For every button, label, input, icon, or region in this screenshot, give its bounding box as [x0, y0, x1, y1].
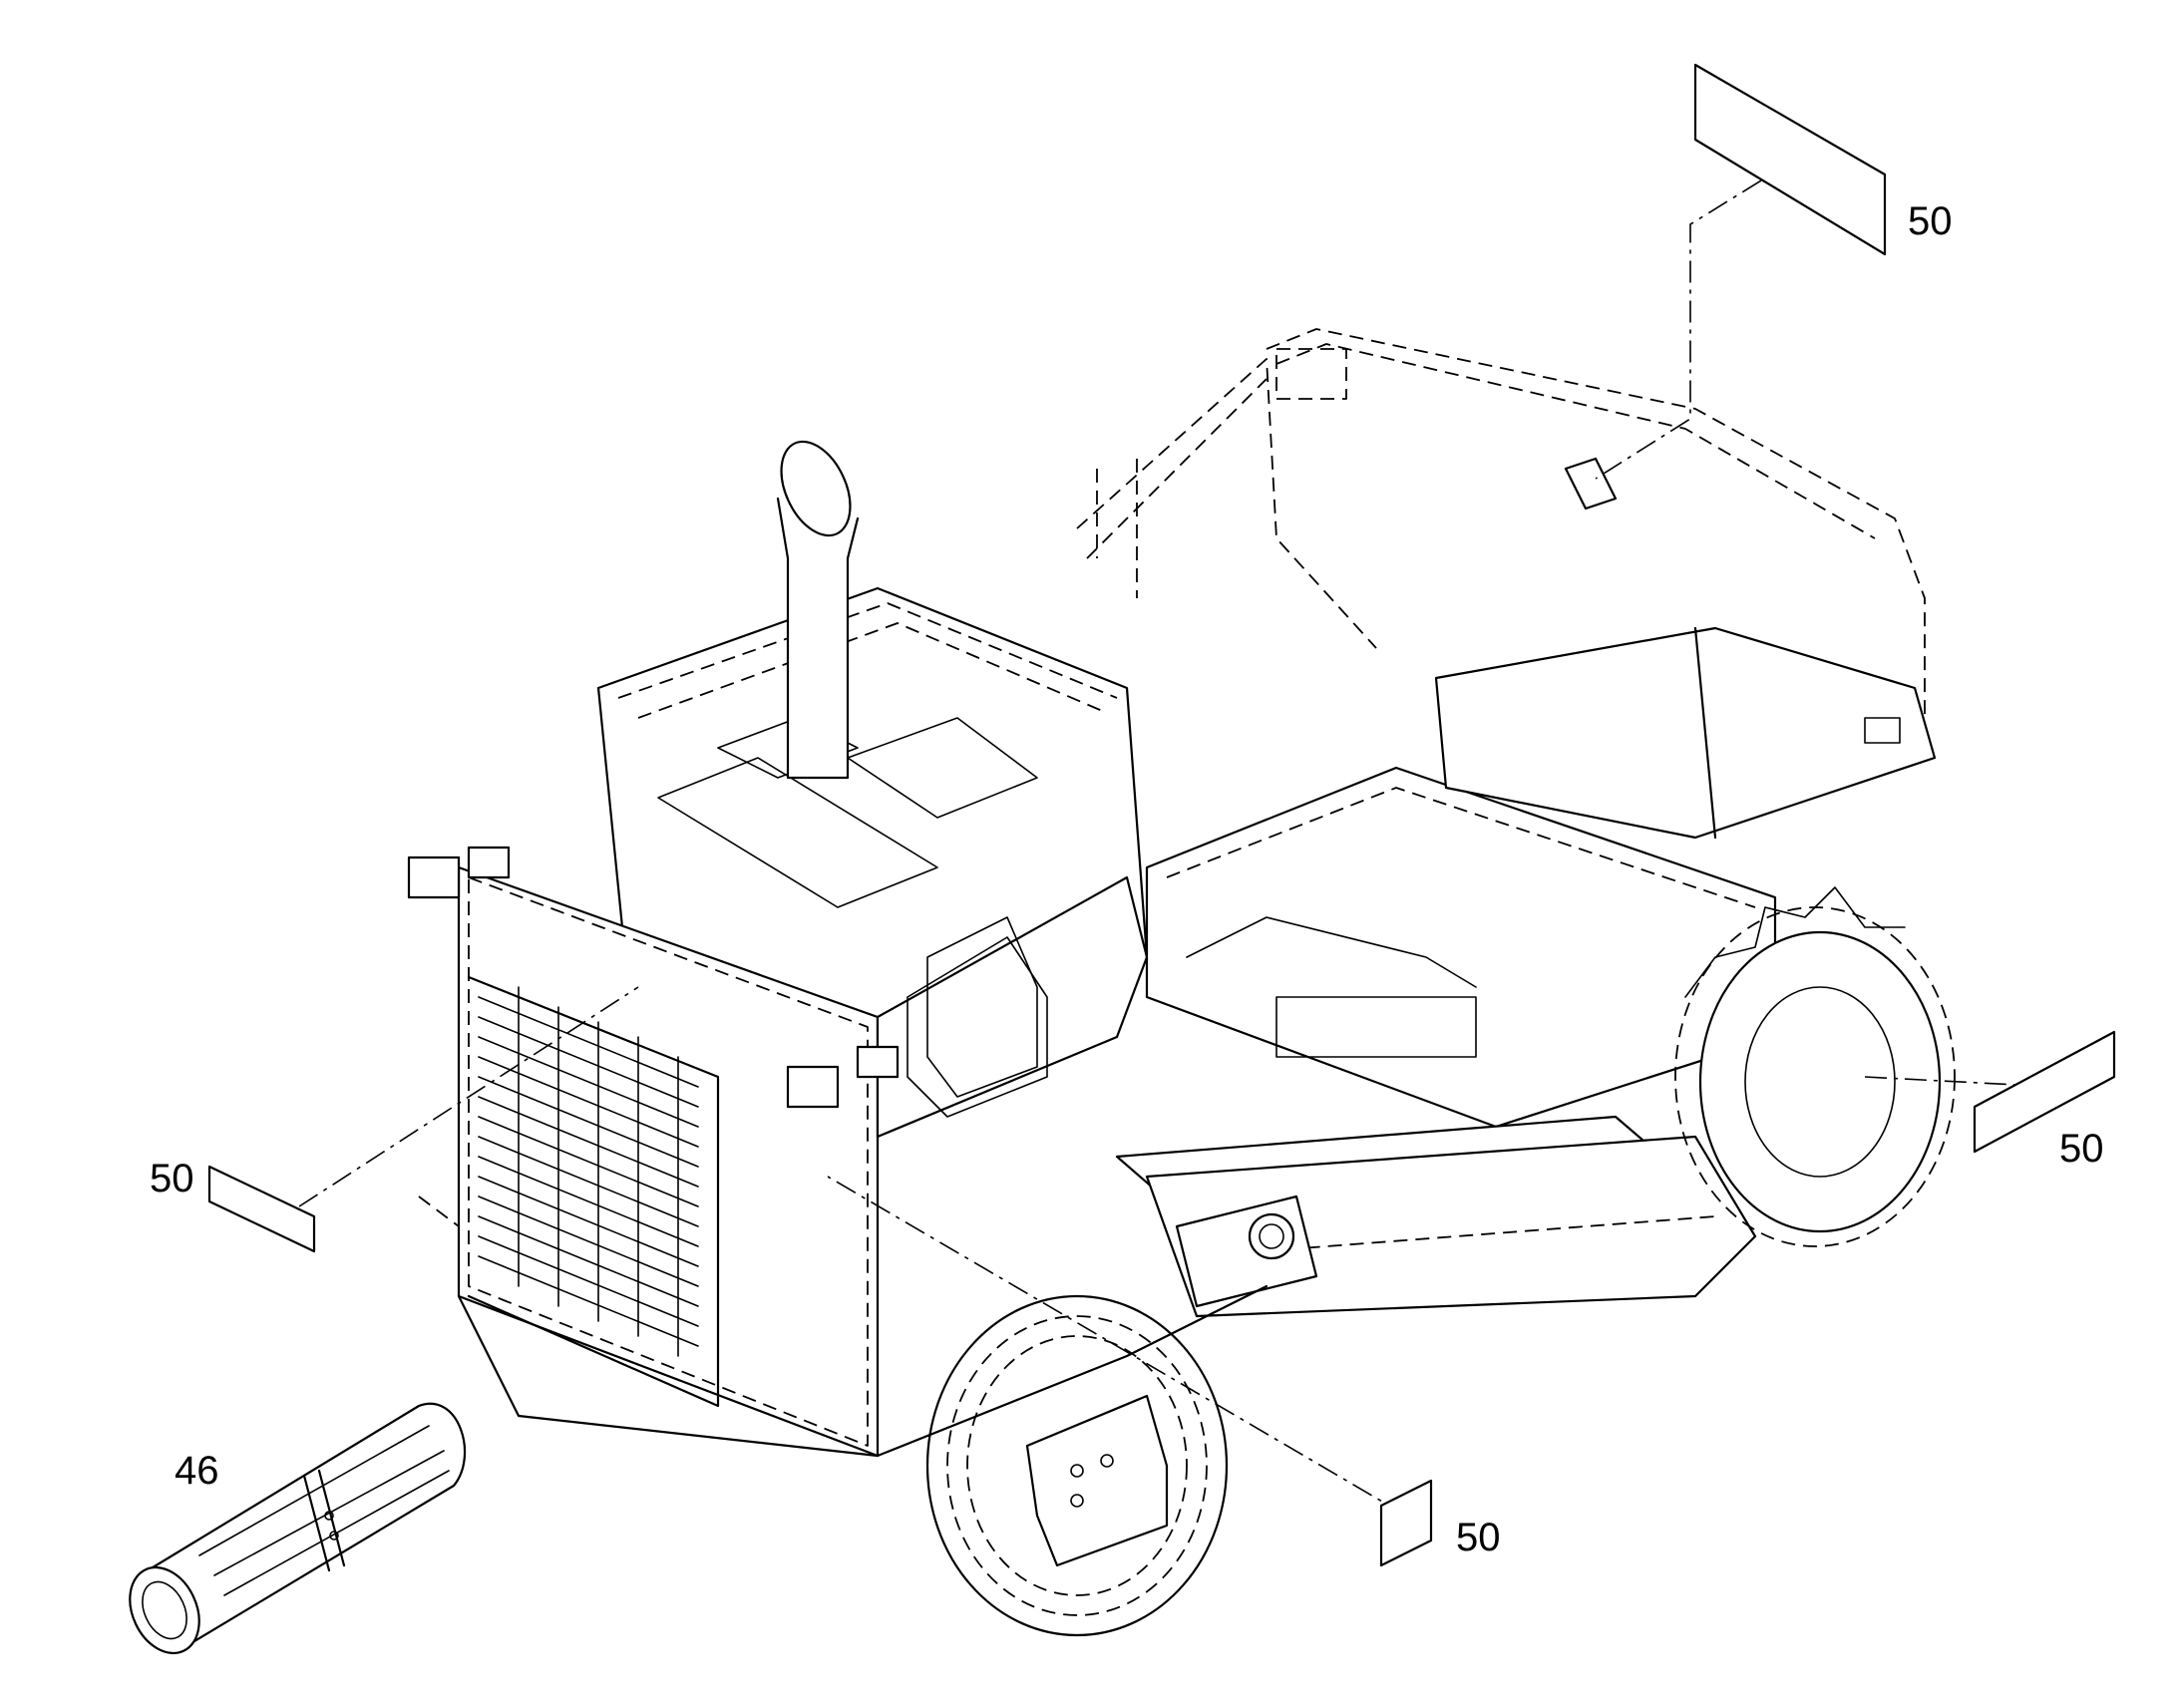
rolled-part: [129, 1402, 467, 1655]
callout-roll: 46: [175, 1449, 219, 1493]
callout-top-right: 50: [1908, 199, 1953, 243]
decal-top-right: [1693, 63, 1887, 256]
decal-bottom: [1379, 1479, 1433, 1567]
callout-right: 50: [2059, 1127, 2104, 1171]
callout-bottom: 50: [1456, 1516, 1501, 1559]
decal-right: [1973, 1030, 2116, 1154]
decal-left: [207, 1165, 316, 1253]
machine-body: [407, 328, 1956, 1637]
leader-lines: [298, 159, 2055, 1517]
callout-left: 50: [150, 1157, 194, 1200]
